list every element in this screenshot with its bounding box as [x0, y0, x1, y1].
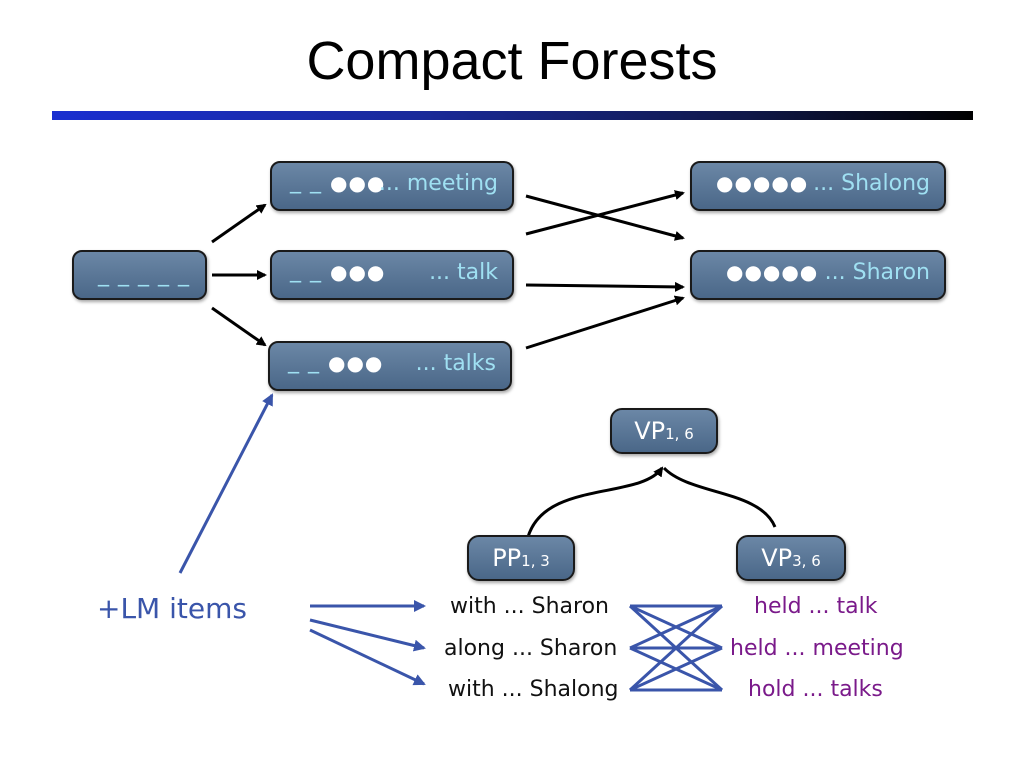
node-word: ... Shalong [813, 171, 930, 196]
node-word: ... talk [429, 260, 498, 285]
tree-node-span: 1, 3 [521, 552, 550, 570]
lm-arrow-3 [309, 628, 426, 686]
edge-root-meeting [211, 203, 267, 244]
edge-meeting-shalong [525, 190, 685, 236]
edge-meeting-sharon [525, 194, 685, 241]
title-divider [52, 111, 973, 120]
lm-arrow-2 [309, 618, 426, 652]
left-item: along ... Sharon [444, 636, 618, 661]
lm-arrow-up [178, 393, 274, 574]
node-dots: ●●● [330, 260, 386, 284]
forest-node-talks: _ _ ●●● ... talks [268, 341, 512, 391]
lm-items-label: +LM items [97, 592, 247, 625]
forest-node-sharon: ●●●●● ... Sharon [690, 250, 946, 300]
forest-node-shalong: ●●●●● ... Shalong [690, 161, 946, 211]
edge-vp36-vp [662, 466, 777, 528]
tree-node-label: PP [492, 544, 522, 572]
tree-node-span: 1, 6 [665, 425, 694, 443]
node-dots: ●●● [328, 351, 384, 375]
root-blanks: _ _ _ _ _ [98, 262, 190, 287]
right-item: held ... meeting [730, 636, 904, 661]
node-blanks: _ _ [290, 258, 322, 283]
tree-node-pp13: PP1, 3 [467, 535, 575, 581]
node-blanks: _ _ [288, 349, 320, 374]
forest-root-node: _ _ _ _ _ [72, 250, 207, 300]
tree-node-label: VP [761, 544, 793, 572]
forest-node-talk: _ _ ●●● ... talk [270, 250, 514, 300]
forest-node-meeting: _ _ ●●● ... meeting [270, 161, 514, 211]
node-dots: ●●● [330, 171, 386, 195]
item-crossings [628, 604, 724, 692]
edge-talk-sharon [525, 281, 685, 292]
left-item: with ... Shalong [448, 677, 619, 702]
node-word: ... meeting [378, 171, 498, 196]
node-dots: ●●●●● [716, 171, 809, 195]
edge-root-talks [211, 306, 267, 347]
node-word: ... talks [415, 351, 496, 376]
tree-node-vp16: VP1, 6 [610, 408, 718, 454]
right-item: held ... talk [754, 594, 878, 619]
tree-node-vp36: VP3, 6 [736, 535, 846, 581]
left-item: with ... Sharon [450, 594, 609, 619]
edge-pp-vp [526, 466, 664, 538]
node-dots: ●●●●● [726, 260, 819, 284]
node-blanks: _ _ [290, 169, 322, 194]
page-title: Compact Forests [306, 31, 718, 91]
node-word: ... Sharon [824, 260, 930, 285]
right-item: hold ... talks [748, 677, 883, 702]
tree-node-label: VP [634, 417, 666, 445]
edge-talks-sharon [525, 295, 685, 350]
tree-node-span: 3, 6 [792, 552, 821, 570]
